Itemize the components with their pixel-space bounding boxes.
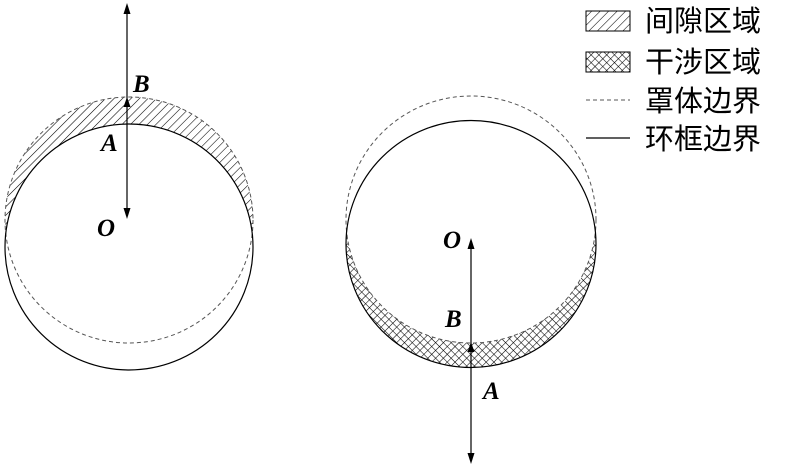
axis-arrowhead-at-b: [123, 97, 131, 107]
legend: 间隙区域 干涉区域 罩体边界 环框边界: [585, 4, 761, 156]
cover-boundary-circle: [4, 96, 254, 344]
axis-arrowhead-at-b: [467, 342, 475, 352]
ring-frame-boundary-circle: [4, 123, 254, 371]
left-figure: B A O: [4, 3, 254, 371]
point-label-b: B: [444, 306, 462, 333]
axis-arrowhead-bottom: [467, 453, 475, 464]
legend-item-interference-region: 干涉区域: [585, 45, 761, 79]
legend-item-gap-region: 间隙区域: [585, 4, 761, 38]
legend-label-gap-region: 间隙区域: [645, 4, 761, 38]
point-label-o: O: [443, 227, 461, 254]
axis-arrowhead-top: [123, 3, 131, 14]
point-label-o: O: [97, 215, 115, 242]
legend-label-interference-region: 干涉区域: [645, 45, 761, 79]
gap-region: [4, 96, 253, 234]
axis-arrowhead-at-o: [467, 238, 475, 249]
cover-boundary-circle: [345, 95, 597, 344]
interference-region: [346, 231, 596, 368]
diagonal-hatch-icon: [585, 10, 631, 32]
point-label-a: A: [481, 378, 500, 405]
axis-arrowhead-at-o: [123, 208, 131, 219]
legend-label-cover-boundary: 罩体边界: [645, 84, 761, 118]
legend-item-ring-frame-boundary: 环框边界: [586, 122, 761, 156]
legend-label-ring-frame-boundary: 环框边界: [645, 122, 761, 156]
point-label-a: A: [99, 130, 118, 157]
legend-item-cover-boundary: 罩体边界: [586, 84, 761, 118]
cross-hatch-icon: [585, 51, 631, 73]
point-label-b: B: [132, 71, 150, 98]
right-figure: O B A: [345, 95, 597, 464]
